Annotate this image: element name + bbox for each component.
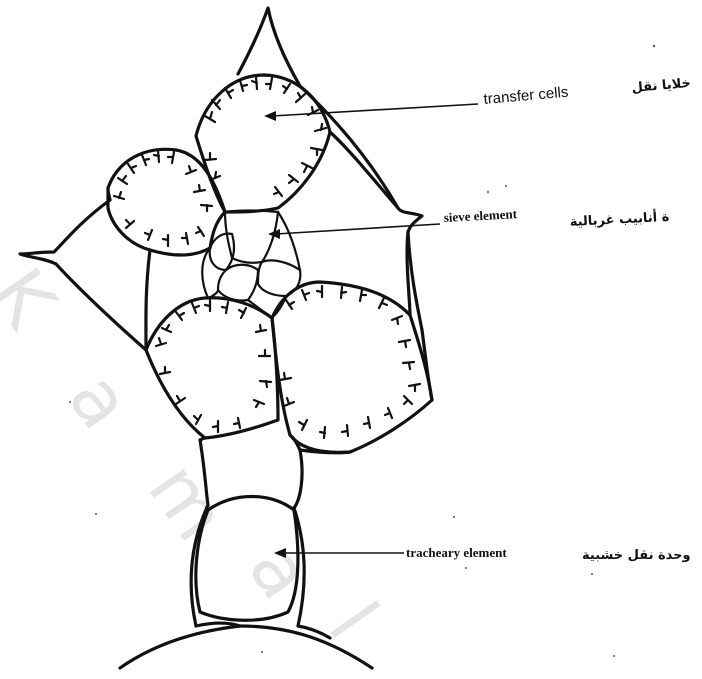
label-sieve-element-en: sieve element: [443, 206, 518, 225]
label-transfer-cells-en: transfer cells: [483, 84, 569, 108]
transfer-cell-lower-right: [272, 282, 432, 452]
watermark-letter: l: [312, 588, 394, 654]
watermark-letter: a: [52, 358, 148, 444]
wall-ingrowths-lower-right: [280, 286, 420, 438]
companion-cell: [258, 260, 300, 296]
intercellular-walls: [108, 188, 350, 453]
scan-specks: [69, 45, 655, 657]
label-sieve-element-ar: ة أنابيب غربالية: [569, 208, 670, 230]
wall-ingrowths-left: [114, 151, 212, 246]
label-transfer-cells-ar: خلايا نقل: [631, 76, 691, 96]
watermark-letter: K: [0, 254, 73, 345]
label-sieve-element: sieve element ة أنابيب غربالية: [268, 206, 670, 239]
cell-walls: [20, 8, 432, 668]
label-tracheary-element-ar: وحدة نقل خشبية: [582, 548, 691, 563]
transfer-cells: [108, 75, 432, 452]
label-tracheary-element: tracheary element وحدة نقل خشبية: [274, 545, 691, 563]
wall-ingrowths-lower-left: [156, 300, 271, 432]
watermark-letter: a: [232, 528, 328, 614]
label-tracheary-element-en: tracheary element: [406, 545, 507, 560]
